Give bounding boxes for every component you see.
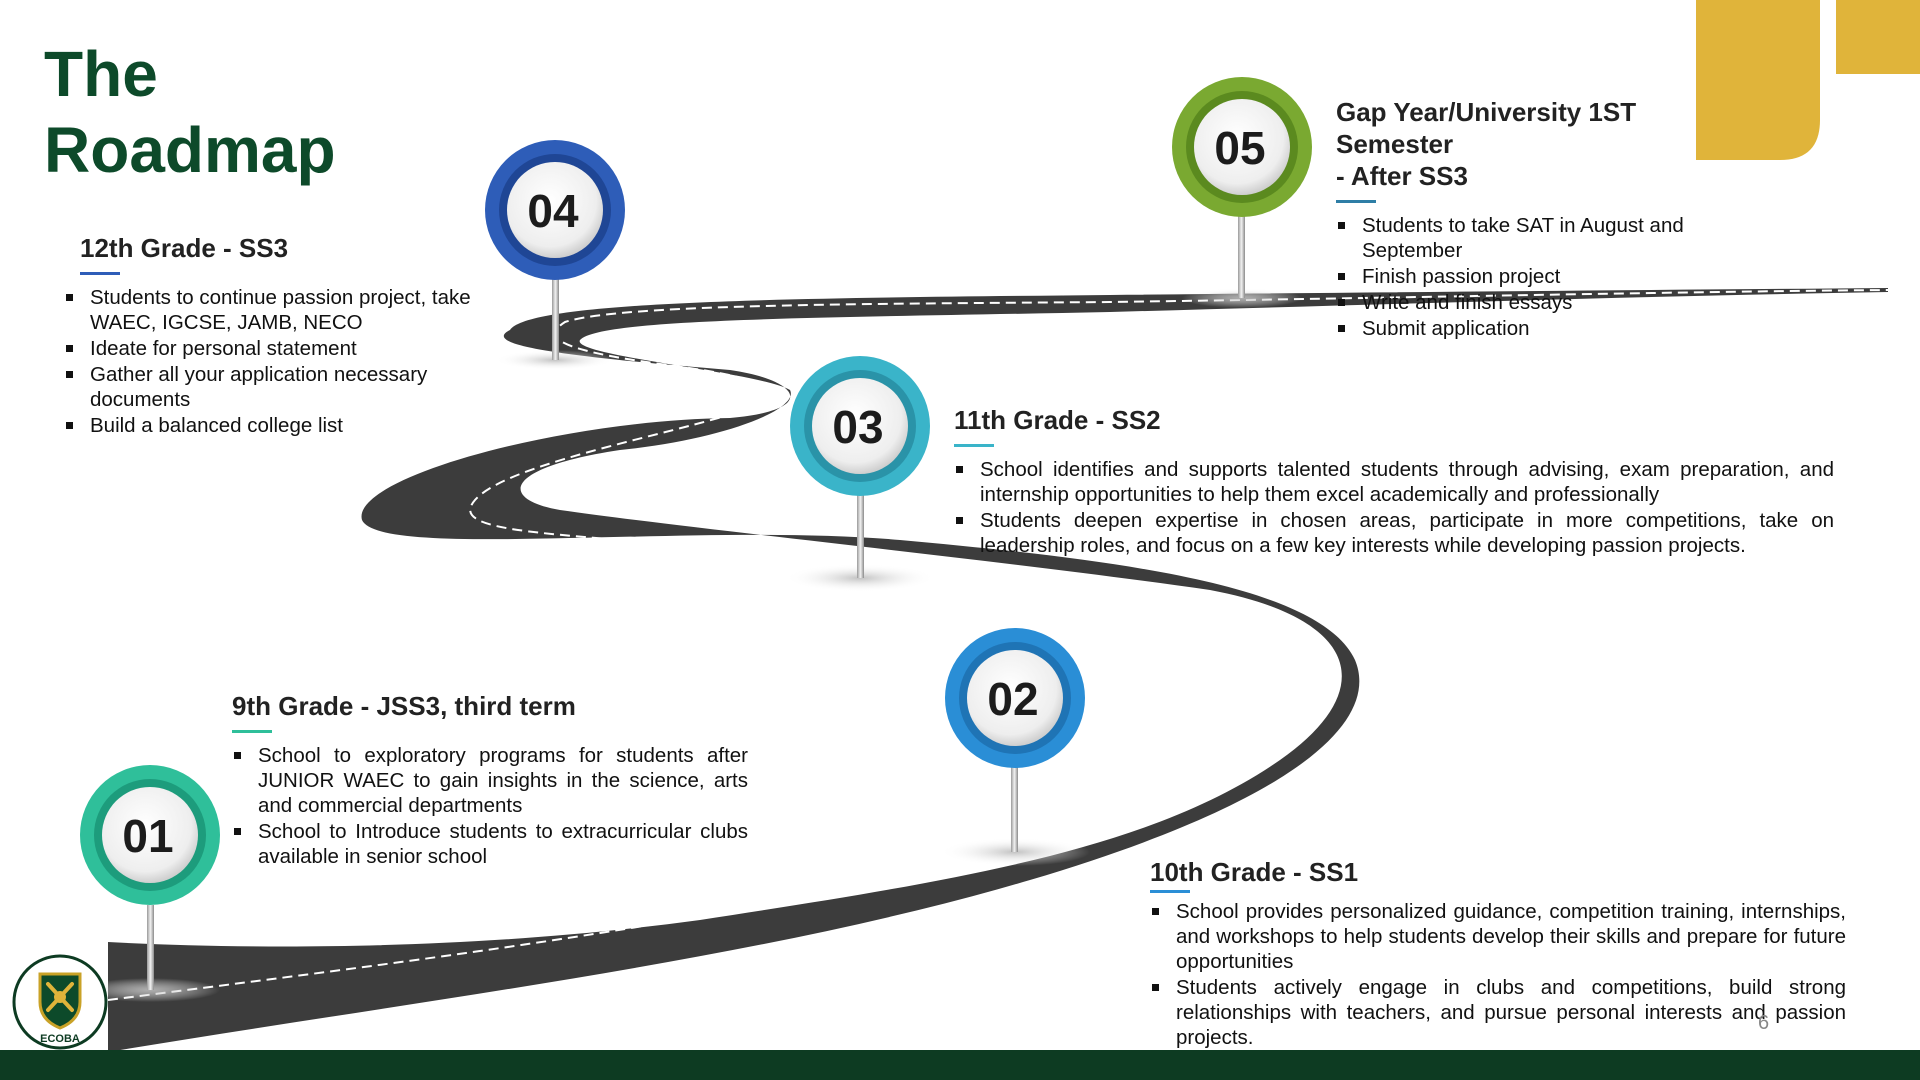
- crest-shield-icon: [38, 972, 82, 1030]
- bullet-item: Students actively engage in clubs and co…: [1152, 976, 1846, 1049]
- bullet-item: Finish passion project: [1338, 264, 1722, 289]
- stage-heading-line1: Gap Year/University 1ST Semester: [1336, 97, 1637, 159]
- heading-underline: [1336, 200, 1376, 203]
- page-title-line1: The: [44, 38, 158, 110]
- bullet-item: Write and finish essays: [1338, 290, 1722, 315]
- marker-02: 02: [940, 628, 1090, 866]
- stage-10th-grade: 10th Grade - SS1 School provides persona…: [1150, 856, 1846, 1051]
- bullet-item: Students to continue passion project, ta…: [66, 285, 500, 335]
- marker-02-number: 02: [987, 673, 1038, 725]
- bullet-item: School provides personalized guidance, c…: [1152, 900, 1846, 973]
- marker-05: 05: [1172, 77, 1312, 308]
- bullet-item: Students to take SAT in August and Septe…: [1338, 213, 1722, 263]
- stage-bullets: School to exploratory programs for stude…: [232, 743, 748, 869]
- logo-text: ECOBA: [40, 1033, 80, 1045]
- stage-9th-grade: 9th Grade - JSS3, third term School to e…: [232, 690, 748, 870]
- bullet-item: Gather all your application necessary do…: [66, 362, 500, 412]
- bullet-item: Build a balanced college list: [66, 413, 500, 438]
- gold-accent-small: [1836, 0, 1920, 74]
- heading-underline: [954, 444, 994, 447]
- stage-12th-grade: 12th Grade - SS3 Students to continue pa…: [66, 232, 500, 439]
- page-title: The Roadmap: [44, 36, 336, 188]
- stage-heading: Gap Year/University 1ST Semester - After…: [1336, 96, 1756, 192]
- stage-bullets: School provides personalized guidance, c…: [1150, 899, 1846, 1050]
- stage-heading-line2: - After SS3: [1336, 161, 1468, 191]
- stage-heading: 12th Grade - SS3: [80, 233, 289, 263]
- ecoba-logo: ECOBA: [12, 954, 108, 1050]
- heading-underline: [232, 730, 272, 733]
- stage-gap-year: Gap Year/University 1ST Semester - After…: [1336, 96, 1756, 342]
- stage-11th-grade: 11th Grade - SS2 School identifies and s…: [954, 404, 1834, 559]
- stage-heading: 9th Grade - JSS3, third term: [232, 691, 576, 721]
- marker-04-number: 04: [527, 185, 579, 237]
- marker-05-number: 05: [1214, 122, 1265, 174]
- heading-underline: [1150, 890, 1190, 893]
- page-number: 6: [1758, 1012, 1770, 1034]
- marker-03-number: 03: [832, 401, 883, 453]
- marker-01-number: 01: [122, 810, 173, 862]
- stage-heading: 10th Grade - SS1: [1150, 857, 1359, 887]
- stage-bullets: Students to continue passion project, ta…: [64, 285, 500, 438]
- bullet-item: School to Introduce students to extracur…: [234, 820, 748, 868]
- road-center-line: [107, 289, 1889, 1001]
- marker-03: 03: [785, 356, 935, 592]
- bullet-item: School to exploratory programs for stude…: [234, 744, 748, 817]
- stage-heading: 11th Grade - SS2: [954, 405, 1161, 435]
- bullet-item: Students deepen expertise in chosen area…: [956, 509, 1834, 557]
- marker-01: 01: [80, 765, 220, 1002]
- page-title-line2: Roadmap: [44, 114, 336, 186]
- marker-04: 04: [485, 140, 625, 370]
- bullet-item: Submit application: [1338, 316, 1722, 341]
- stage-bullets: School identifies and supports talented …: [954, 457, 1834, 558]
- heading-underline: [80, 272, 120, 275]
- road: [108, 288, 1888, 1052]
- bullet-item: Ideate for personal statement: [66, 336, 500, 361]
- footer-bar: [0, 1050, 1920, 1080]
- bullet-item: School identifies and supports talented …: [956, 458, 1834, 506]
- gold-accent-large: [1696, 0, 1820, 160]
- stage-bullets: Students to take SAT in August and Septe…: [1336, 213, 1722, 341]
